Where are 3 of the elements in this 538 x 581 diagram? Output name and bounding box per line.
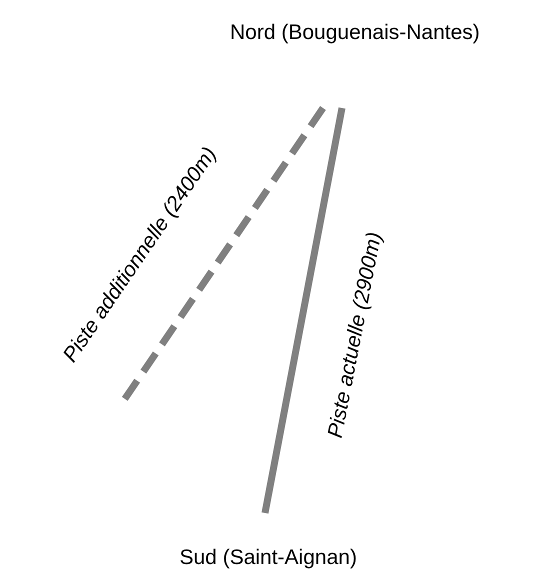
north-label: Nord (Bouguenais-Nantes): [230, 21, 480, 45]
south-label: Sud (Saint-Aignan): [180, 546, 357, 570]
runway-label: Piste actuelle (2900m): [323, 230, 387, 440]
